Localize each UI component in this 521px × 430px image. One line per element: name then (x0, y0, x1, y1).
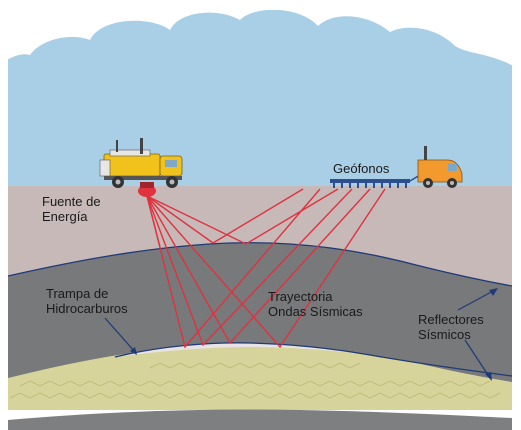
geophones-label: Geófonos (333, 161, 390, 176)
reflector-leaders (457, 289, 496, 379)
energy-source-label: Fuente de Energía (42, 194, 101, 224)
reflector-arrowheads (485, 288, 498, 381)
hydrocarbon-reservoir-layer (8, 345, 512, 410)
seismic-rays (146, 188, 386, 349)
clouds (0, 0, 521, 70)
recording-van-icon (417, 146, 463, 188)
reservoir-texture (9, 362, 501, 399)
vibrator-truck-icon (99, 138, 183, 188)
trap-arrowhead (130, 347, 137, 355)
seismic-path-label: Trayectoria Ondas Sísmicas (268, 289, 363, 319)
energy-source-icon (138, 182, 156, 197)
reflector-line-upper (7, 242, 513, 287)
basement-layer (8, 409, 512, 430)
hydrocarbon-trap-label: Trampa de Hidrocarburos (46, 286, 128, 316)
reflector-line-trap (114, 342, 513, 377)
trap-leader (104, 317, 136, 353)
seismic-reflectors-label: Reflectores Sísmicos (418, 312, 484, 342)
sky (8, 10, 512, 186)
